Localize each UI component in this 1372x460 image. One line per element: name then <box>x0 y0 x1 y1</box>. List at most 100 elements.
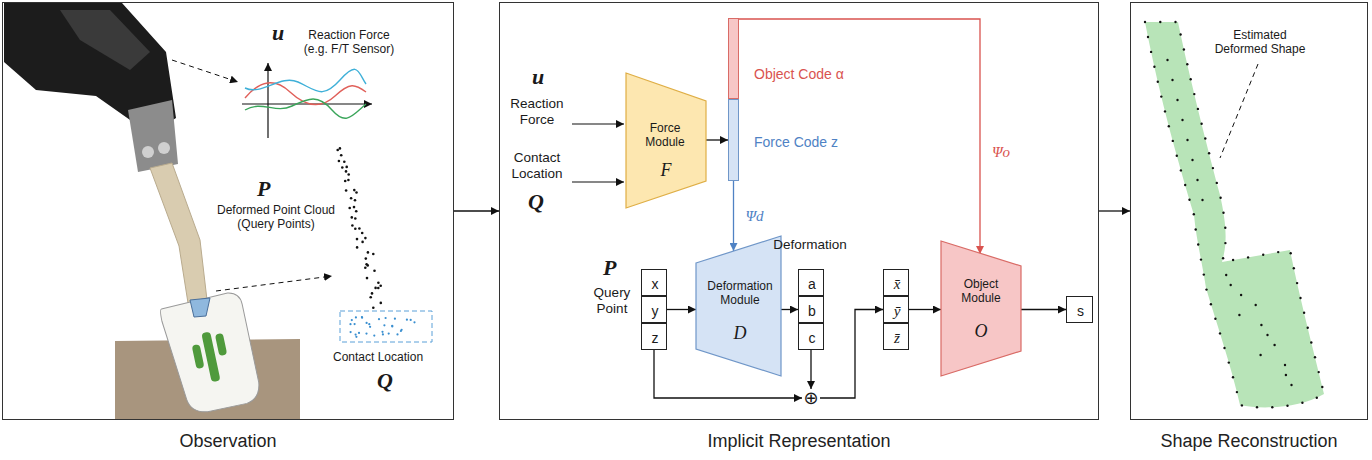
deformation-cell: c <box>798 323 824 350</box>
module-outline <box>941 241 1021 376</box>
surface-point <box>1186 63 1188 65</box>
surface-point <box>1236 391 1238 393</box>
contact-point <box>358 332 360 334</box>
force-plot <box>242 63 372 138</box>
cloud-point <box>345 170 348 173</box>
surface-point <box>1293 267 1295 269</box>
shifted-cell: x̄ <box>883 269 909 296</box>
connector <box>706 139 728 140</box>
symbol-label: P <box>257 176 270 202</box>
query-cell: z <box>641 323 667 350</box>
cactus-print <box>192 344 205 369</box>
connector <box>733 181 734 251</box>
surface-point <box>1307 327 1309 329</box>
cloud-point <box>365 257 368 260</box>
cloud-point <box>351 216 354 219</box>
connector <box>1021 309 1066 310</box>
contact-point <box>391 325 393 327</box>
module-shape <box>941 241 1021 376</box>
surface-point <box>1285 374 1287 376</box>
contact-point <box>383 324 385 326</box>
surface-point <box>1186 139 1188 141</box>
vector-entry: y <box>652 303 659 319</box>
sum-symbol: ⊕ <box>802 389 820 407</box>
surface-point <box>1195 228 1197 230</box>
cloud-point <box>379 285 382 288</box>
contact-point <box>373 335 375 337</box>
leader-line <box>172 60 238 82</box>
surface-point <box>1314 356 1316 358</box>
cloud-point <box>364 266 367 269</box>
node-text: D <box>734 323 747 344</box>
contact-point <box>355 336 357 338</box>
surface-point <box>1205 288 1207 290</box>
cloud-point <box>338 160 341 163</box>
cloud-point <box>367 251 370 254</box>
panel-caption: Shape Reconstruction <box>1160 431 1337 452</box>
contact-point <box>401 329 403 331</box>
spatula-handle <box>150 163 207 303</box>
surface-point <box>1203 273 1205 275</box>
surface-point <box>1216 182 1218 184</box>
surface-point <box>1290 252 1292 254</box>
vector-label: Deformation <box>765 237 855 253</box>
surface-point <box>1256 406 1258 408</box>
surface-point <box>1200 123 1202 125</box>
cactus-print <box>215 333 227 356</box>
deformation-cell: a <box>798 269 824 296</box>
contact-point <box>355 316 357 318</box>
contact-point <box>394 318 396 320</box>
vector-entry: a <box>808 276 816 292</box>
deformed-shape <box>1145 22 1324 407</box>
object-module: Object ModuleO <box>941 241 1021 376</box>
surface-point <box>1188 199 1190 201</box>
surface-point <box>1214 318 1216 320</box>
node-text: O <box>975 321 988 342</box>
surface-point <box>1284 364 1286 366</box>
surface-point <box>1232 376 1234 378</box>
module-shape <box>696 236 781 376</box>
vector-entry: z̄ <box>894 329 900 346</box>
cloud-point <box>372 306 375 309</box>
surface-point <box>1222 212 1224 214</box>
surface-point <box>1222 257 1224 259</box>
cloud-point <box>366 264 369 267</box>
contact-point <box>355 334 357 336</box>
cloud-point <box>354 199 357 202</box>
surface-points <box>1144 21 1324 409</box>
cloud-point <box>340 154 343 157</box>
contact-point <box>361 317 363 319</box>
surface-point <box>1160 95 1162 97</box>
cloud-point <box>347 179 350 182</box>
surface-point <box>1204 137 1206 139</box>
cloud-point <box>361 241 364 244</box>
vector-entry: c <box>809 330 816 346</box>
panel-caption: Observation <box>179 431 276 452</box>
contact-point <box>388 333 390 335</box>
surface-point <box>1179 33 1181 35</box>
surface-point <box>1150 51 1152 53</box>
vector-entry: x <box>652 276 659 292</box>
vector-entry: x̄ <box>894 275 901 292</box>
surface-point <box>1181 119 1183 121</box>
sensor-label: Reaction Force (e.g. F/T Sensor) <box>298 28 400 57</box>
surface-point <box>1219 197 1221 199</box>
vector-entry: b <box>808 303 816 319</box>
surface-point <box>1166 59 1168 61</box>
surface-point <box>1191 159 1193 161</box>
contact-point <box>406 319 408 321</box>
reconstruction-panel: Shape Reconstruction <box>1130 2 1368 420</box>
contact-point <box>385 317 387 319</box>
input-arrow <box>572 181 624 182</box>
contact-point <box>366 322 368 324</box>
surface-point <box>1184 184 1186 186</box>
surface-point <box>1247 256 1249 258</box>
surface-point <box>1174 21 1176 23</box>
node-text: Force Module <box>635 121 695 150</box>
pot-sticker <box>190 298 210 317</box>
contact-point <box>354 323 356 325</box>
cloud-point <box>354 228 357 231</box>
surface-point <box>1299 297 1301 299</box>
input-arrow <box>572 123 624 124</box>
